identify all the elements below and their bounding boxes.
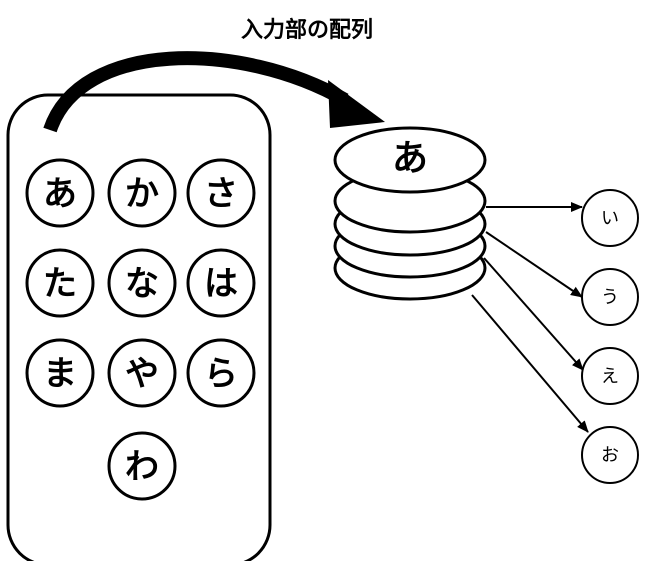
key-ra-label: ら xyxy=(204,354,238,394)
key-ya[interactable]: や xyxy=(107,338,177,408)
disc-stack: あ xyxy=(333,126,487,301)
transfer-arrow-shaft xyxy=(43,51,349,133)
output-u-label: う xyxy=(601,287,619,308)
output-nodes: い う え お xyxy=(581,189,639,484)
transfer-arrow-head xyxy=(328,80,385,128)
key-sa[interactable]: さ xyxy=(186,158,256,228)
output-u: う xyxy=(581,268,639,326)
branch-arrows xyxy=(471,202,589,433)
key-ta-label: た xyxy=(43,264,77,304)
branch-arrow-e xyxy=(483,257,584,371)
branch-arrow-u xyxy=(485,231,583,298)
key-ha-label: は xyxy=(204,264,238,304)
key-ta[interactable]: た xyxy=(25,248,95,318)
key-ma[interactable]: ま xyxy=(25,338,95,408)
key-wa-label: わ xyxy=(125,447,159,487)
keypad-keys: あ か さ た な は ま や xyxy=(25,158,256,501)
key-ra[interactable]: ら xyxy=(186,338,256,408)
output-i-label: い xyxy=(601,208,619,229)
disc-top-label: あ xyxy=(392,138,428,179)
disc-top xyxy=(333,126,487,194)
key-a[interactable]: あ xyxy=(25,158,95,228)
output-e-label: え xyxy=(601,366,619,387)
key-ka-label: か xyxy=(125,174,159,214)
output-o-label: お xyxy=(601,445,619,466)
output-e: え xyxy=(581,347,639,405)
output-i: い xyxy=(581,189,639,247)
key-na[interactable]: な xyxy=(107,248,177,318)
output-o: お xyxy=(581,426,639,484)
key-na-label: な xyxy=(125,264,159,304)
key-a-label: あ xyxy=(43,174,77,214)
key-ma-label: ま xyxy=(43,354,77,394)
key-sa-label: さ xyxy=(204,174,238,214)
branch-arrow-o xyxy=(471,294,589,433)
key-ka[interactable]: か xyxy=(107,158,177,228)
key-wa[interactable]: わ xyxy=(107,431,177,501)
diagram-title: 入力部の配列 xyxy=(241,17,373,43)
key-ha[interactable]: は xyxy=(186,248,256,318)
key-ya-label: や xyxy=(125,354,159,394)
